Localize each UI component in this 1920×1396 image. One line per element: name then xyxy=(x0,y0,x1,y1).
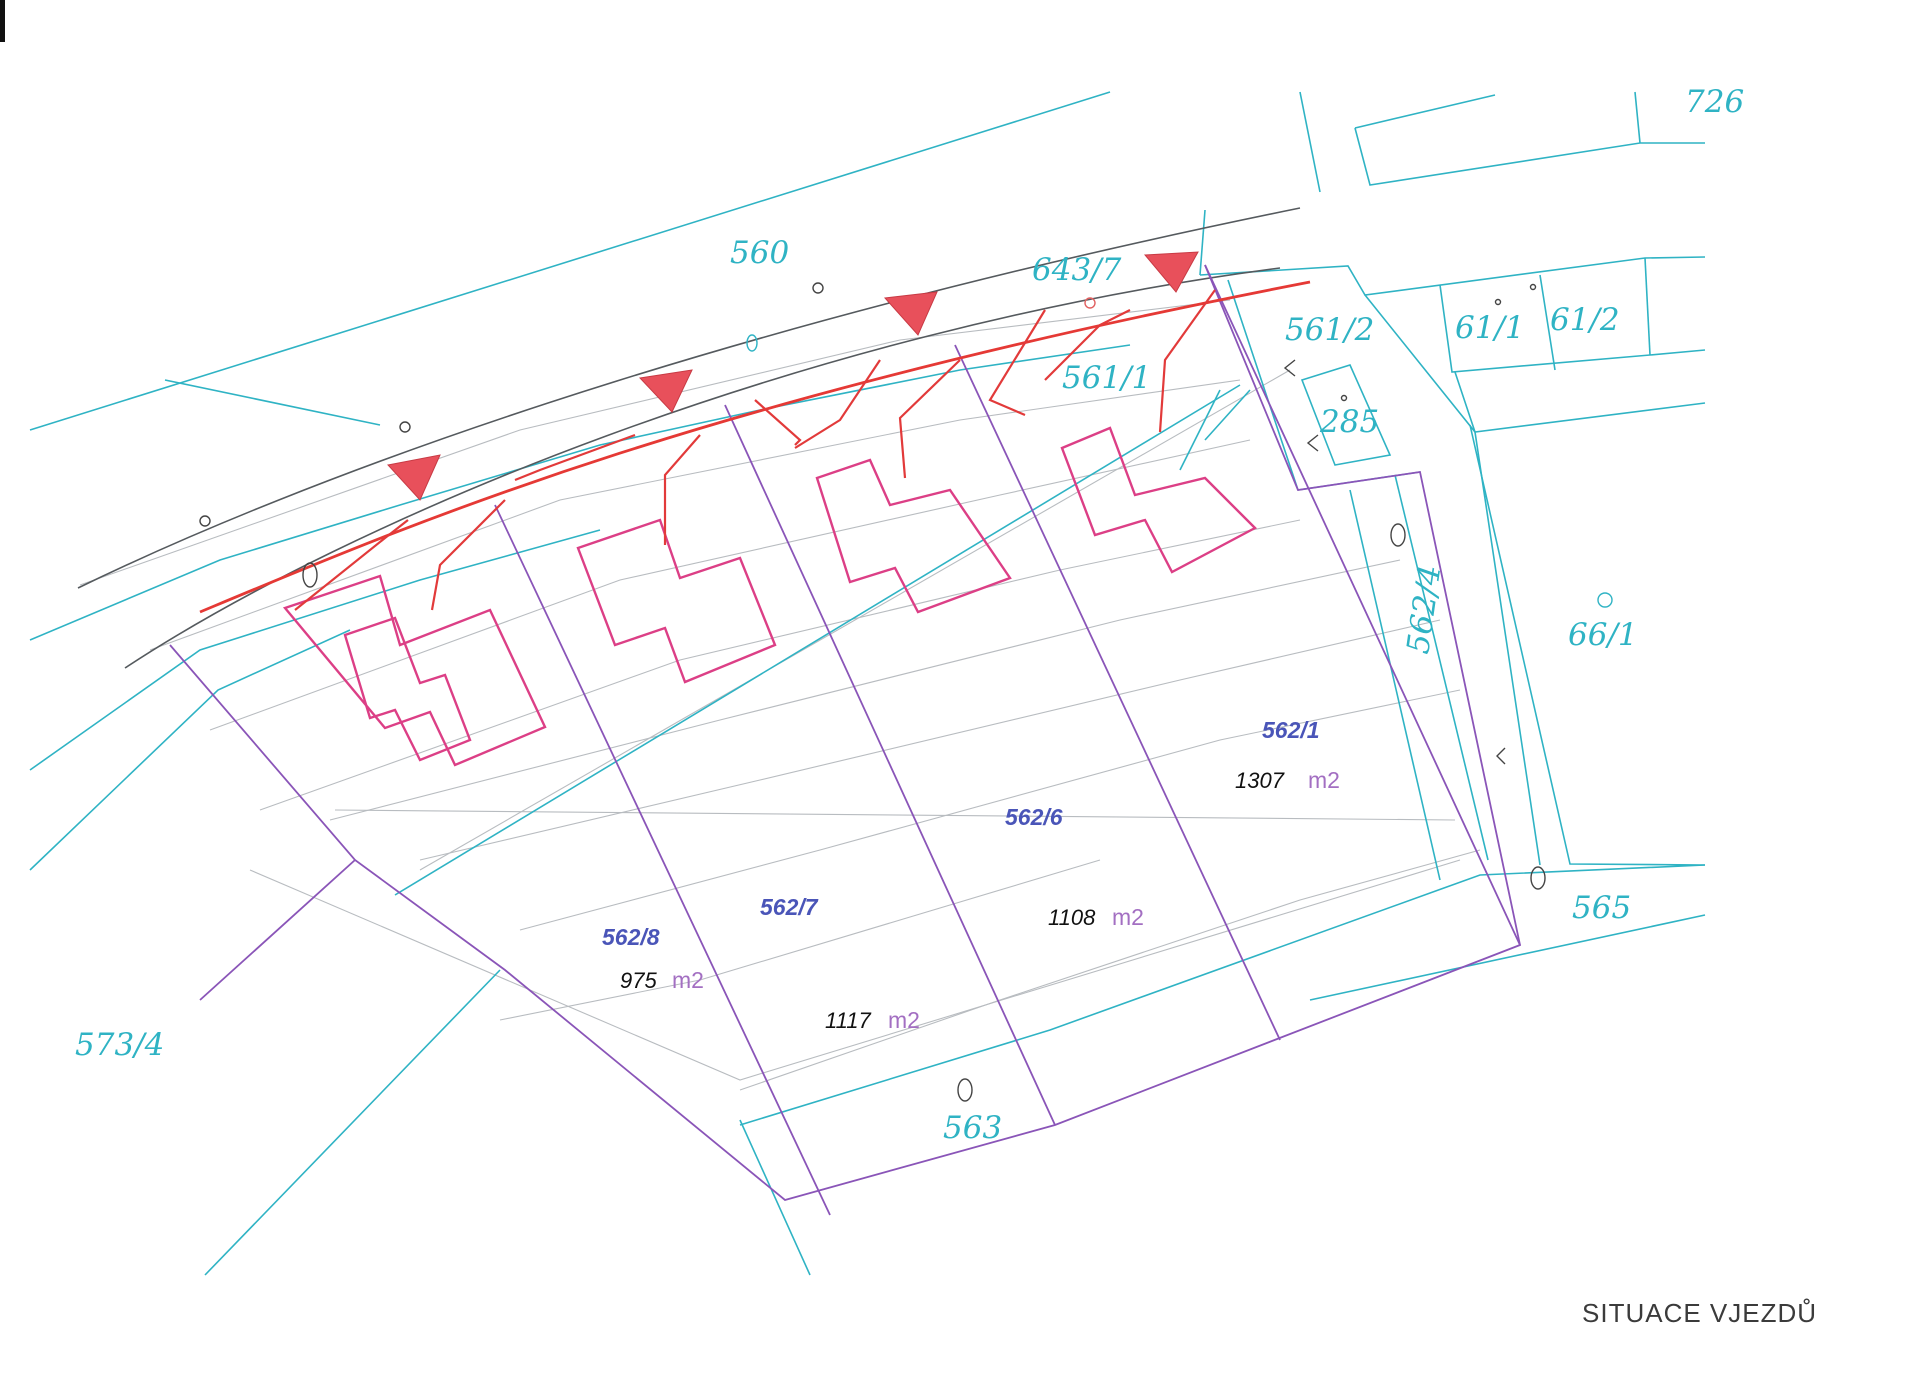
parcel-label: 61/1 xyxy=(1455,310,1525,346)
parcel-label: 560 xyxy=(730,235,789,271)
parcel-label: 565 xyxy=(1572,890,1631,926)
parcel-label: 561/2 xyxy=(1285,312,1374,348)
parcel-label: 285 xyxy=(1319,404,1379,440)
parcel-label: 726 xyxy=(1685,84,1744,120)
lot-area-value: 1108 xyxy=(1048,905,1096,930)
parcel-label: 573/4 xyxy=(75,1027,164,1063)
lot-parcel-label: 562/7 xyxy=(760,894,819,920)
parcel-label: 561/1 xyxy=(1062,360,1151,396)
house-outlines xyxy=(282,426,1257,767)
lot-labels: 562/8 975 m2 562/7 1117 m2 562/6 1108 m2… xyxy=(602,717,1340,1033)
entrance-markers xyxy=(387,251,1199,501)
parcel-label: 562/4 xyxy=(1400,563,1448,656)
entrance-marker xyxy=(883,291,938,336)
parcel-label: 563 xyxy=(943,1110,1002,1146)
lot-area-unit: m2 xyxy=(888,1007,920,1033)
lot-area-unit: m2 xyxy=(1112,904,1144,930)
survey-point-icon xyxy=(812,282,824,294)
survey-point-icon xyxy=(1494,298,1502,306)
lot-parcel-label: 562/1 xyxy=(1262,717,1320,743)
survey-point-icon xyxy=(1084,297,1096,309)
entrance-marker xyxy=(638,369,693,413)
lot-area-value: 1117 xyxy=(825,1008,871,1033)
survey-point-icon xyxy=(399,421,411,433)
lot-parcel-label: 562/8 xyxy=(602,924,660,950)
lot-boundaries xyxy=(169,264,1522,1216)
survey-point-icon xyxy=(199,515,211,527)
hydrant-icon xyxy=(957,1078,973,1102)
survey-lines xyxy=(79,299,1481,1091)
direction-mark-icon xyxy=(1283,359,1296,377)
parcel-label: 643/7 xyxy=(1032,252,1122,288)
hydrant-icon xyxy=(1390,523,1406,547)
survey-point-icon xyxy=(1340,394,1348,402)
tree-icon xyxy=(1597,592,1613,608)
parcel-label: 61/2 xyxy=(1550,302,1620,338)
scan-edge-mark xyxy=(0,0,5,42)
map-title: SITUACE VJEZDŮ xyxy=(1582,1297,1817,1328)
house-lot-562-6 xyxy=(815,458,1012,614)
entrance-marker xyxy=(1143,251,1199,293)
survey-symbols xyxy=(199,282,1613,1102)
utility-lines xyxy=(199,280,1311,614)
lot-area-unit: m2 xyxy=(672,967,704,993)
parcel-label: 66/1 xyxy=(1568,617,1638,653)
entrance-marker xyxy=(387,454,441,501)
lot-area-unit: m2 xyxy=(1308,767,1340,793)
hydrant-icon xyxy=(1530,866,1546,890)
road-edges xyxy=(77,207,1301,669)
parcel-labels: 560 643/7 726 561/2 61/1 61/2 561/1 285 … xyxy=(75,84,1744,1146)
direction-mark-icon xyxy=(1496,747,1506,765)
well-icon xyxy=(746,334,758,352)
house-lot-562-1 xyxy=(1060,426,1257,574)
house-lot-562-7 xyxy=(576,518,777,684)
direction-mark-icon xyxy=(1306,434,1319,452)
lot-area-value: 975 xyxy=(620,968,657,993)
survey-point-icon xyxy=(1529,283,1537,291)
cadastral-lines xyxy=(29,91,1706,1276)
lot-parcel-label: 562/6 xyxy=(1005,804,1063,830)
lot-area-value: 1307 xyxy=(1235,768,1285,793)
hydrant-icon xyxy=(302,562,318,588)
